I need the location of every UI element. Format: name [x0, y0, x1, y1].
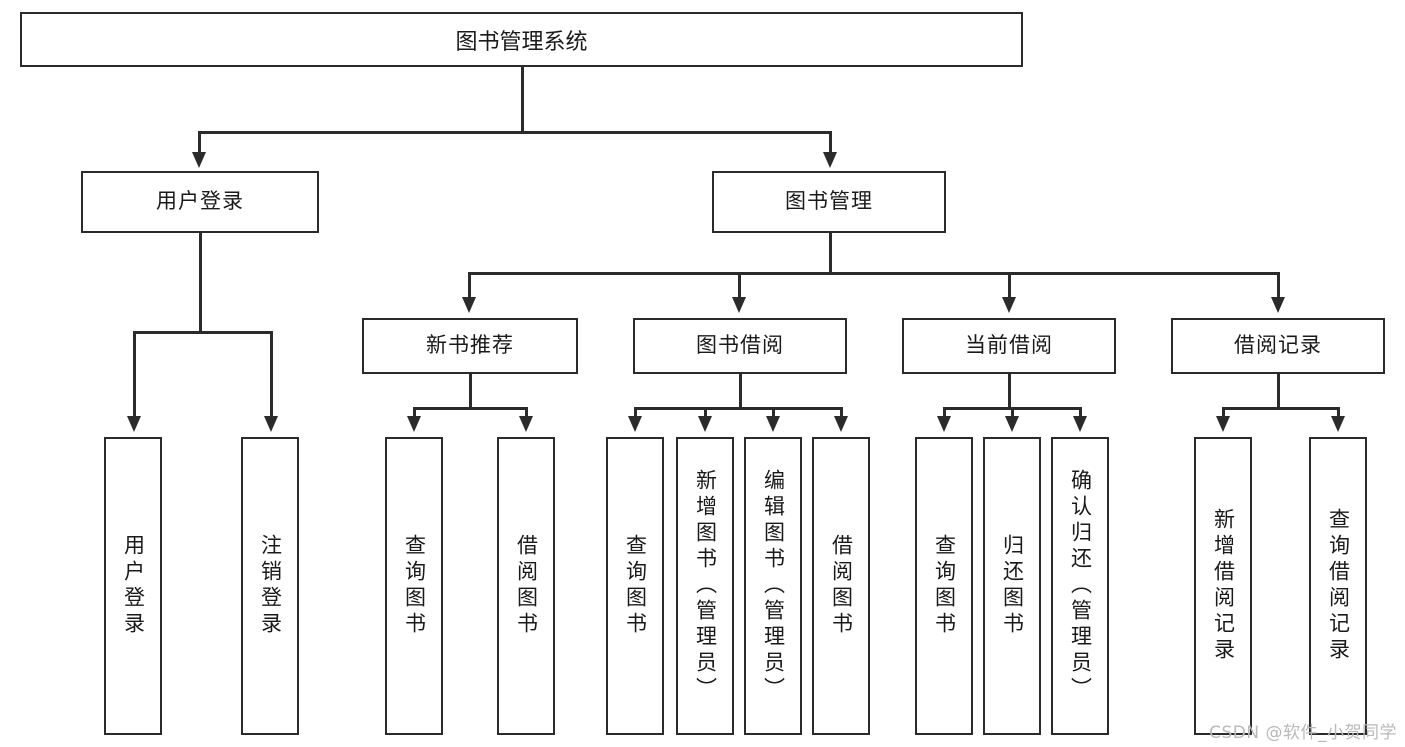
connector-book-borrow-stem	[739, 374, 742, 409]
node-current-borrow[interactable]: 当前借阅	[902, 318, 1116, 374]
connector-new-book-distributor	[413, 407, 527, 410]
connector-book-manage-to-record	[1277, 272, 1280, 300]
arrow-book-manage-to-new-book	[462, 297, 476, 313]
connector-user-login-to-leaf-1	[270, 331, 273, 419]
node-borrow-record[interactable]: 借阅记录	[1171, 318, 1385, 374]
connector-new-book-to-leaf-0	[413, 407, 416, 419]
connector-borrow-record-distributor	[1222, 407, 1338, 410]
arrow-user-login-to-leaf-0	[127, 416, 141, 432]
node-label: 图书管理系统	[455, 29, 588, 55]
leaf-borrow-record-query-record[interactable]: 查询借阅记录	[1309, 437, 1367, 735]
node-label: 查询借阅记录	[1326, 508, 1351, 664]
node-label: 查询图书	[932, 534, 957, 638]
node-label: 确认归还（管理员）	[1068, 469, 1093, 703]
arrow-user-login-to-leaf-1	[264, 416, 278, 432]
arrow-book-manage-to-record	[1271, 297, 1285, 313]
leaf-book-borrow-borrow-book[interactable]: 借阅图书	[812, 437, 870, 735]
node-label: 当前借阅	[965, 333, 1053, 358]
leaf-book-borrow-edit-book-admin[interactable]: 编辑图书（管理员）	[744, 437, 802, 735]
arrow-book-manage-to-borrow	[732, 297, 746, 313]
leaf-book-borrow-add-book-admin[interactable]: 新增图书（管理员）	[676, 437, 734, 735]
node-label: 图书借阅	[696, 333, 784, 358]
connector-root-distributor	[198, 131, 831, 134]
connector-book-borrow-to-leaf-2	[772, 407, 775, 419]
node-label: 借阅图书	[829, 534, 854, 638]
leaf-new-book-query-book[interactable]: 查询图书	[385, 437, 443, 735]
watermark-text: CSDN @软件_小贺同学	[1209, 723, 1397, 743]
node-label: 查询图书	[402, 534, 427, 638]
arrow-borrow-record-to-leaf-1	[1331, 416, 1345, 432]
arrow-current-borrow-to-leaf-2	[1073, 416, 1087, 432]
node-label: 编辑图书（管理员）	[761, 469, 786, 703]
connector-current-borrow-to-leaf-0	[943, 407, 946, 419]
arrow-current-borrow-to-leaf-0	[937, 416, 951, 432]
leaf-borrow-record-add-record[interactable]: 新增借阅记录	[1194, 437, 1252, 735]
node-label: 借阅图书	[514, 534, 539, 638]
connector-root-to-user-login	[198, 131, 201, 155]
node-new-book-recommend[interactable]: 新书推荐	[362, 318, 578, 374]
node-label: 查询图书	[623, 534, 648, 638]
arrow-book-borrow-to-leaf-2	[766, 416, 780, 432]
connector-root-stem	[521, 67, 524, 132]
leaf-new-book-borrow-book[interactable]: 借阅图书	[497, 437, 555, 735]
connector-new-book-to-leaf-1	[525, 407, 528, 419]
leaf-current-borrow-confirm-return-admin[interactable]: 确认归还（管理员）	[1051, 437, 1109, 735]
connector-current-borrow-to-leaf-1	[1011, 407, 1014, 419]
connector-user-login-distributor	[133, 331, 272, 334]
leaf-current-borrow-query-book[interactable]: 查询图书	[915, 437, 973, 735]
connector-book-manage-to-new-book	[468, 272, 471, 300]
connector-current-borrow-to-leaf-2	[1079, 407, 1082, 419]
node-label: 新增图书（管理员）	[693, 469, 718, 703]
arrow-current-borrow-to-leaf-1	[1005, 416, 1019, 432]
leaf-current-borrow-return-book[interactable]: 归还图书	[983, 437, 1041, 735]
node-user-login[interactable]: 用户登录	[81, 171, 319, 233]
node-label: 图书管理	[785, 189, 873, 214]
connector-user-login-to-leaf-0	[133, 331, 136, 419]
arrow-book-borrow-to-leaf-0	[628, 416, 642, 432]
node-label: 归还图书	[1000, 534, 1025, 638]
connector-borrow-record-stem	[1277, 374, 1280, 409]
arrow-root-to-user-login	[192, 152, 206, 168]
connector-book-manage-to-borrow	[738, 272, 741, 300]
arrow-book-borrow-to-leaf-3	[834, 416, 848, 432]
connector-book-borrow-to-leaf-1	[704, 407, 707, 419]
leaf-user-login-user-login[interactable]: 用户登录	[104, 437, 162, 735]
connector-book-borrow-distributor	[634, 407, 842, 410]
connector-book-borrow-to-leaf-0	[634, 407, 637, 419]
node-label: 借阅记录	[1234, 333, 1322, 358]
node-label: 新书推荐	[426, 333, 514, 358]
arrow-root-to-book-manage	[823, 152, 837, 168]
connector-book-manage-to-current	[1008, 272, 1011, 300]
connector-user-login-stem	[199, 233, 202, 333]
connector-book-manage-distributor	[468, 272, 1279, 275]
node-label: 用户登录	[121, 534, 146, 638]
connector-current-borrow-stem	[1008, 374, 1011, 409]
node-book-management[interactable]: 图书管理	[712, 171, 946, 233]
node-label: 新增借阅记录	[1211, 508, 1236, 664]
leaf-user-login-logout[interactable]: 注销登录	[241, 437, 299, 735]
connector-new-book-stem	[469, 374, 472, 409]
connector-root-to-book-manage	[829, 131, 832, 155]
arrow-new-book-to-leaf-0	[407, 416, 421, 432]
arrow-new-book-to-leaf-1	[519, 416, 533, 432]
node-label: 用户登录	[156, 189, 244, 214]
connector-book-borrow-to-leaf-3	[840, 407, 843, 419]
connector-borrow-record-to-leaf-0	[1222, 407, 1225, 419]
leaf-book-borrow-query-book[interactable]: 查询图书	[606, 437, 664, 735]
connector-book-manage-stem	[829, 233, 832, 274]
node-book-borrow[interactable]: 图书借阅	[633, 318, 847, 374]
node-root-library-system[interactable]: 图书管理系统	[20, 12, 1023, 67]
arrow-book-manage-to-current	[1002, 297, 1016, 313]
connector-borrow-record-to-leaf-1	[1337, 407, 1340, 419]
arrow-book-borrow-to-leaf-1	[698, 416, 712, 432]
arrow-borrow-record-to-leaf-0	[1216, 416, 1230, 432]
node-label: 注销登录	[258, 534, 283, 638]
